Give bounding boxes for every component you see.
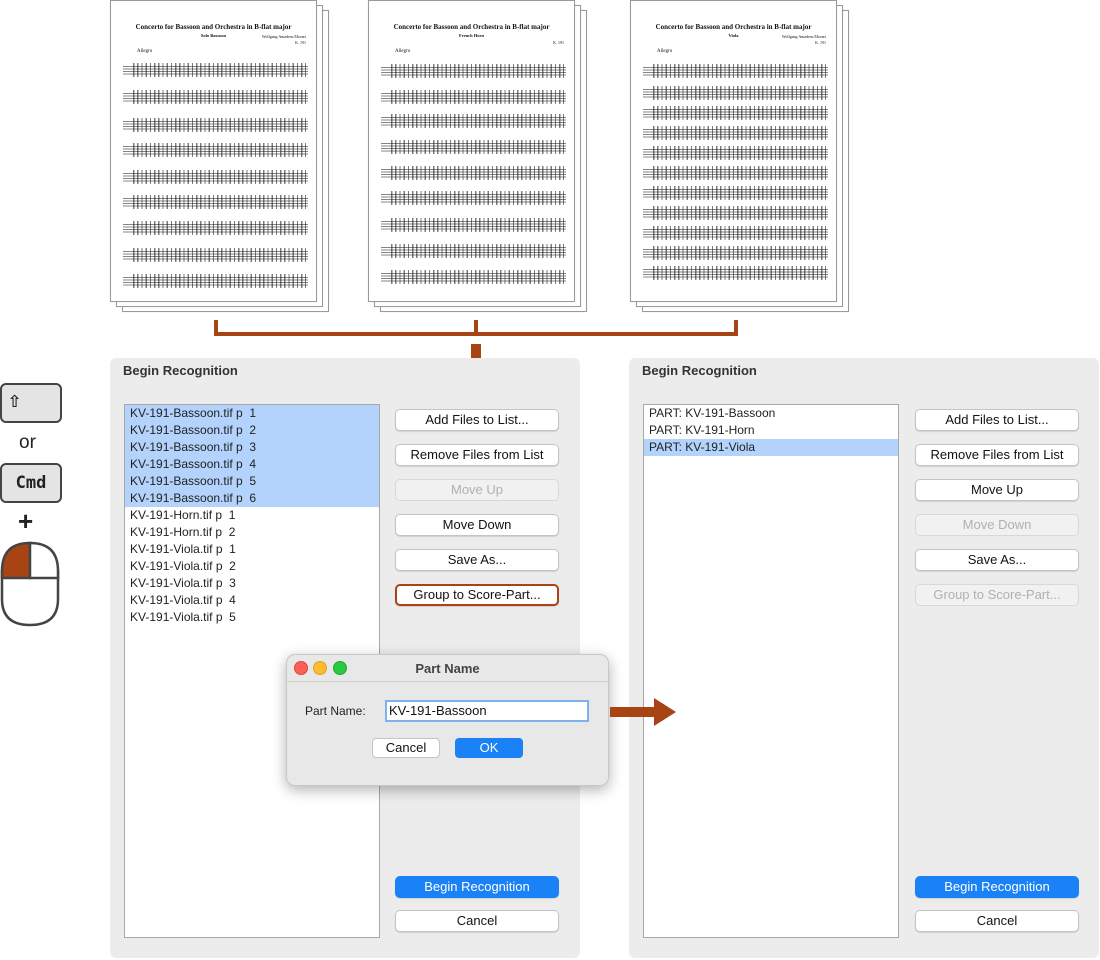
remove-files-button[interactable]: Remove Files from List xyxy=(395,444,559,466)
file-list-item[interactable]: KV-191-Bassoon.tif p 3 xyxy=(125,439,379,456)
begin-recognition-button[interactable]: Begin Recognition xyxy=(915,876,1079,898)
file-list-item[interactable]: KV-191-Bassoon.tif p 1 xyxy=(125,405,379,422)
part-list-item[interactable]: PART: KV-191-Horn xyxy=(649,423,755,437)
connector-line xyxy=(214,332,738,336)
add-files-button[interactable]: Add Files to List... xyxy=(915,409,1079,431)
sheet-composer: K. 191 xyxy=(553,40,564,45)
save-as-button[interactable]: Save As... xyxy=(915,549,1079,571)
sheet-tempo: Allegro xyxy=(657,49,673,54)
cmd-label: Cmd xyxy=(15,473,47,493)
right-arrow-icon xyxy=(654,698,676,726)
file-list-item[interactable]: KV-191-Bassoon.tif p 2 xyxy=(125,422,379,439)
move-down-button[interactable]: Move Down xyxy=(915,514,1079,536)
save-as-button[interactable]: Save As... xyxy=(395,549,559,571)
or-label: or xyxy=(19,432,36,453)
file-list-item[interactable]: KV-191-Bassoon.tif p 5 xyxy=(125,473,379,490)
part-name-input[interactable]: KV-191-Bassoon xyxy=(385,700,589,722)
dialog-ok-button[interactable]: OK xyxy=(455,738,523,758)
part-name-dialog: Part Name Part Name: KV-191-Bassoon Canc… xyxy=(286,654,609,786)
cancel-button[interactable]: Cancel xyxy=(915,910,1079,932)
sheet-title: Concerto for Bassoon and Orchestra in B-… xyxy=(135,23,292,31)
move-down-button[interactable]: Move Down xyxy=(395,514,559,536)
file-list-item[interactable]: KV-191-Viola.tif p 2 xyxy=(130,559,236,573)
connector-line xyxy=(214,320,218,336)
file-list-item[interactable]: KV-191-Viola.tif p 4 xyxy=(130,593,236,607)
shift-key: ⇧ xyxy=(0,383,62,423)
connector-line xyxy=(734,320,738,336)
shift-icon: ⇧ xyxy=(8,388,22,413)
file-list-item[interactable]: KV-191-Horn.tif p 1 xyxy=(130,508,236,522)
minimize-window-icon[interactable] xyxy=(313,661,327,675)
begin-recognition-button[interactable]: Begin Recognition xyxy=(395,876,559,898)
move-up-button[interactable]: Move Up xyxy=(915,479,1079,501)
right-arrow-shaft xyxy=(610,707,656,717)
file-list-item[interactable]: KV-191-Horn.tif p 2 xyxy=(130,525,236,539)
sheet-subtitle: Solo Bassoon xyxy=(200,33,227,38)
file-list-item[interactable]: KV-191-Viola.tif p 1 xyxy=(130,542,236,556)
sheet-page-bassoon: Concerto for Bassoon and Orchestra in B-… xyxy=(110,0,317,302)
file-list-item[interactable]: KV-191-Bassoon.tif p 4 xyxy=(125,456,379,473)
part-list-item[interactable]: PART: KV-191-Viola xyxy=(644,439,898,456)
add-files-button[interactable]: Add Files to List... xyxy=(395,409,559,431)
file-list-item[interactable]: KV-191-Bassoon.tif p 6 xyxy=(125,490,379,507)
part-list-item[interactable]: PART: KV-191-Bassoon xyxy=(649,406,776,420)
remove-files-button[interactable]: Remove Files from List xyxy=(915,444,1079,466)
sheet-page-viola: Concerto for Bassoon and Orchestra in B-… xyxy=(630,0,837,302)
dialog-separator xyxy=(287,681,608,682)
sheet-subtitle: Viola xyxy=(728,33,739,38)
sheet-title: Concerto for Bassoon and Orchestra in B-… xyxy=(655,23,812,31)
file-list-item[interactable]: KV-191-Viola.tif p 3 xyxy=(130,576,236,590)
sheet-page-horn: Concerto for Bassoon and Orchestra in B-… xyxy=(368,0,575,302)
plus-label: + xyxy=(18,506,34,536)
panel-title: Begin Recognition xyxy=(123,363,238,378)
sheet-tempo: Allegro xyxy=(137,49,153,54)
panel-title: Begin Recognition xyxy=(642,363,757,378)
cancel-button[interactable]: Cancel xyxy=(395,910,559,932)
part-name-label: Part Name: xyxy=(305,704,366,718)
mouse-left-click-icon xyxy=(0,541,60,627)
dialog-cancel-button[interactable]: Cancel xyxy=(372,738,440,758)
close-window-icon[interactable] xyxy=(294,661,308,675)
zoom-window-icon[interactable] xyxy=(333,661,347,675)
group-to-score-part-button[interactable]: Group to Score-Part... xyxy=(395,584,559,606)
group-to-score-part-button[interactable]: Group to Score-Part... xyxy=(915,584,1079,606)
connector-line xyxy=(474,320,478,336)
sheet-subtitle: French Horn xyxy=(458,33,485,38)
dialog-title: Part Name xyxy=(415,661,480,676)
sheet-title: Concerto for Bassoon and Orchestra in B-… xyxy=(393,23,550,31)
move-up-button[interactable]: Move Up xyxy=(395,479,559,501)
file-list-item[interactable]: KV-191-Viola.tif p 5 xyxy=(130,610,236,624)
sheet-tempo: Allegro xyxy=(395,49,411,54)
cmd-key: Cmd xyxy=(0,463,62,503)
